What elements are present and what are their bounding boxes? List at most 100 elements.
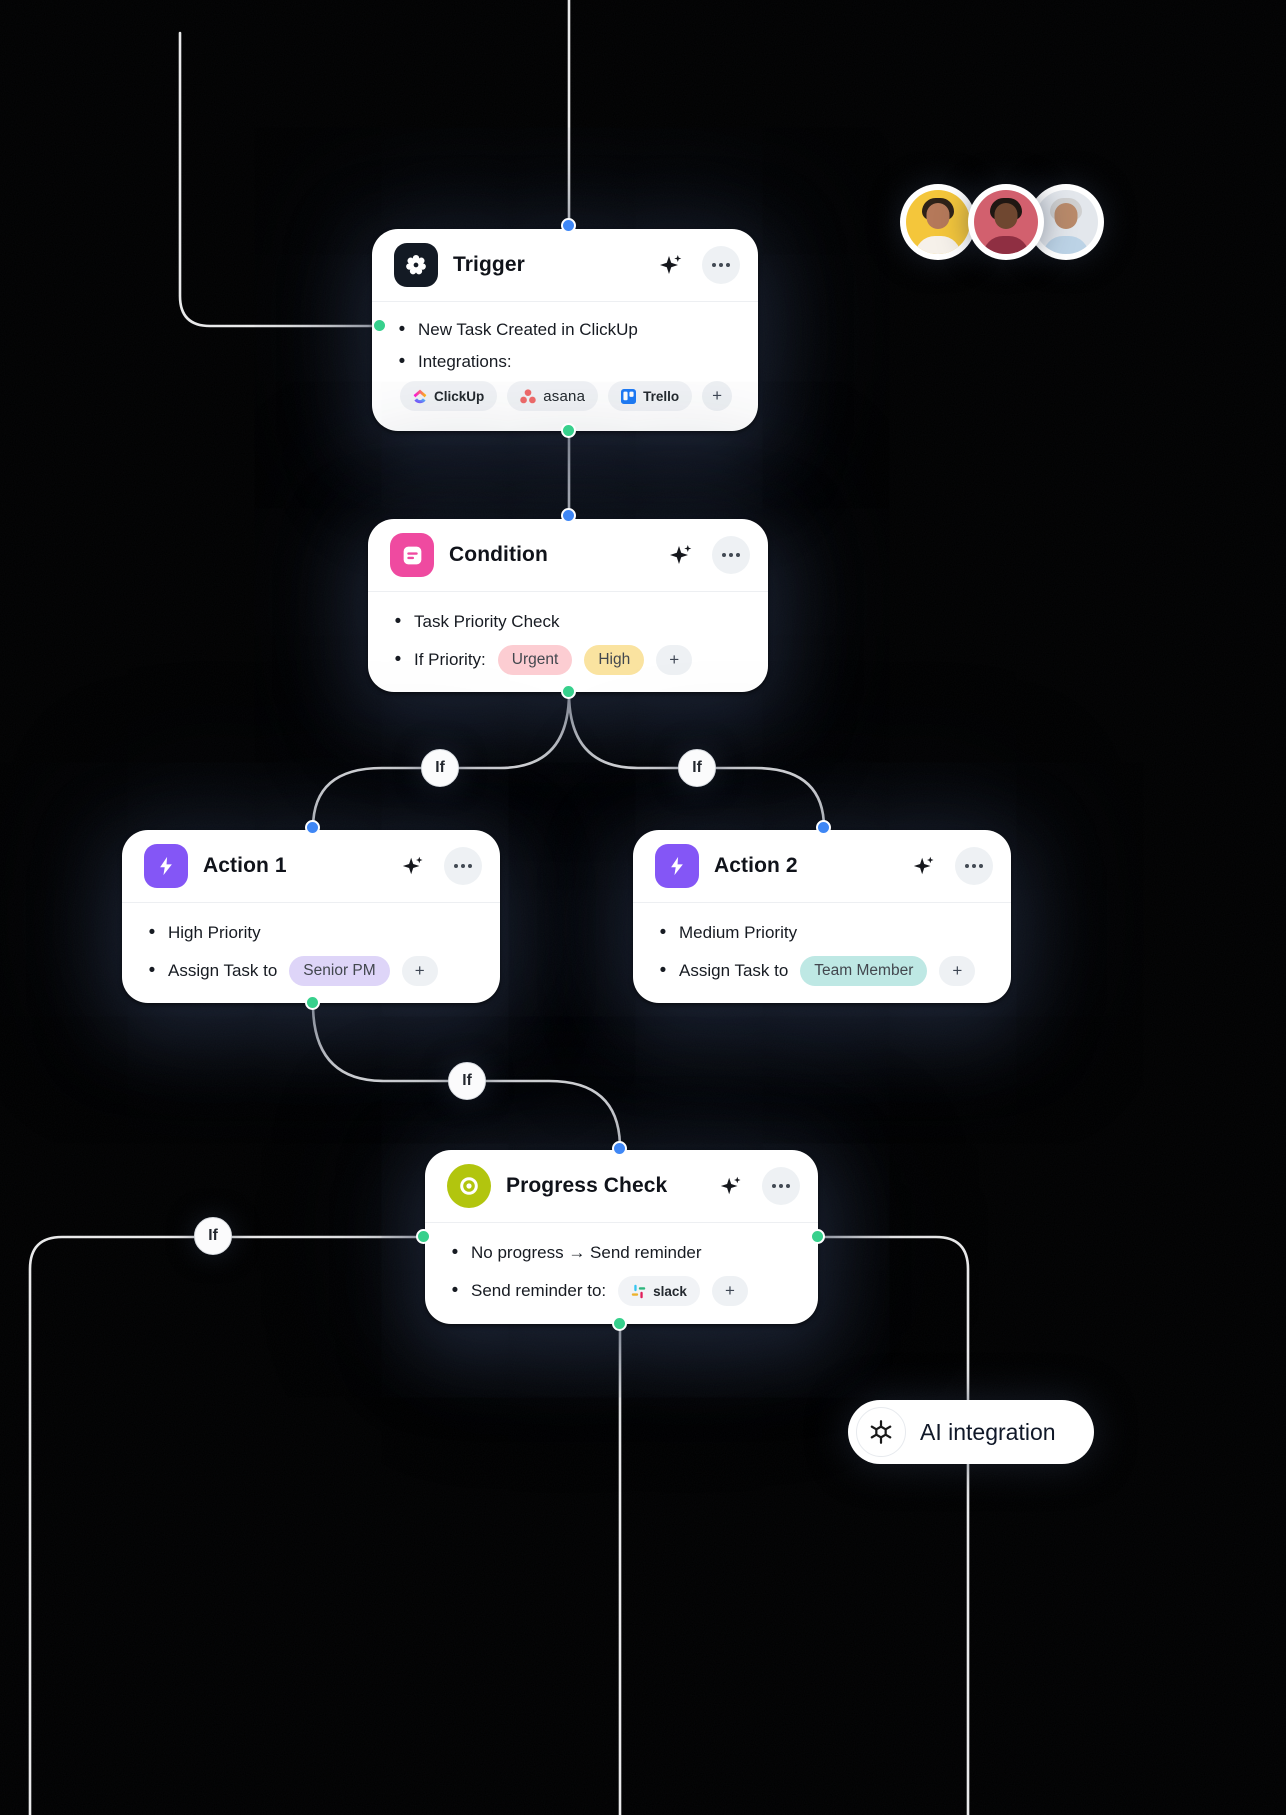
progress-bullet-1: No progress → Send reminder	[451, 1238, 792, 1268]
add-assignee-button[interactable]: +	[939, 956, 976, 986]
sparkle-icon	[670, 545, 692, 564]
progress-title: Progress Check	[506, 1174, 668, 1197]
avatar-photo	[906, 190, 970, 254]
openai-logo-icon	[856, 1407, 906, 1457]
lightning-icon	[144, 844, 188, 888]
more-options-button[interactable]	[444, 847, 482, 885]
progress-check-node[interactable]: Progress Check No progress → Send remind…	[425, 1150, 818, 1324]
sparkle-icon	[660, 255, 682, 274]
output-port-dot[interactable]	[561, 423, 576, 438]
bullet-marker	[451, 1242, 459, 1264]
output-port-dot[interactable]	[372, 318, 387, 333]
action2-body: Medium Priority Assign Task to Team Memb…	[633, 903, 1011, 986]
trigger-header: Trigger	[372, 229, 758, 302]
action1-bullet-2: Assign Task to Senior PM +	[148, 956, 474, 986]
edge-progress-to-ai	[816, 1235, 970, 1815]
note-icon	[390, 533, 434, 577]
add-assignee-button[interactable]: +	[401, 956, 438, 986]
bullet-marker	[394, 611, 402, 633]
sparkle-icon	[720, 1176, 741, 1195]
edge-left-into-progress	[28, 1235, 426, 1815]
target-eye-icon	[447, 1164, 491, 1208]
more-options-button[interactable]	[762, 1167, 800, 1205]
action2-title: Action 2	[714, 854, 798, 877]
output-port-dot[interactable]	[612, 1316, 627, 1331]
bullet-marker	[398, 319, 406, 341]
input-port-dot[interactable]	[305, 820, 320, 835]
output-port-dot[interactable]	[416, 1229, 431, 1244]
sparkle-icon	[913, 856, 934, 875]
edge-left-into-trigger	[178, 31, 376, 328]
add-priority-button[interactable]: +	[656, 645, 693, 675]
condition-header: Condition	[368, 519, 768, 592]
action2-bullet-2: Assign Task to Team Member +	[659, 956, 985, 986]
condition-body: Task Priority Check If Priority: Urgent …	[368, 592, 768, 675]
ai-sparkle-button[interactable]	[655, 248, 687, 282]
more-options-button[interactable]	[702, 246, 740, 284]
priority-chip-high[interactable]: High	[584, 645, 645, 675]
ai-sparkle-button[interactable]	[397, 849, 429, 883]
ai-sparkle-button[interactable]	[908, 849, 940, 883]
trigger-bullet-2: Integrations:	[398, 349, 732, 375]
input-port-dot[interactable]	[561, 218, 576, 233]
output-port-dot[interactable]	[810, 1229, 825, 1244]
bullet-marker	[398, 351, 406, 373]
slack-chip[interactable]: slack	[618, 1276, 700, 1306]
action1-body: High Priority Assign Task to Senior PM +	[122, 903, 500, 986]
clickup-logo-icon	[413, 389, 427, 403]
assignee-chip[interactable]: Senior PM	[289, 956, 390, 986]
priority-chip-urgent[interactable]: Urgent	[497, 645, 573, 675]
action1-title: Action 1	[203, 854, 287, 877]
action2-bullet-1: Medium Priority	[659, 918, 985, 948]
if-condition-badge[interactable]: If	[678, 749, 716, 787]
output-port-dot[interactable]	[305, 995, 320, 1010]
action2-header: Action 2	[633, 830, 1011, 903]
action1-bullet-1: High Priority	[148, 918, 474, 948]
edge-condition-to-action2	[567, 691, 826, 830]
bullet-marker	[659, 960, 667, 982]
trigger-title: Trigger	[453, 253, 525, 276]
lightning-icon	[655, 844, 699, 888]
trigger-node[interactable]: Trigger New Task Created in ClickUp Inte…	[372, 229, 758, 431]
avatar-photo	[974, 190, 1038, 254]
if-condition-badge[interactable]: If	[421, 749, 459, 787]
input-port-dot[interactable]	[816, 820, 831, 835]
more-options-button[interactable]	[712, 536, 750, 574]
ai-integration-label: AI integration	[920, 1418, 1056, 1445]
if-condition-badge[interactable]: If	[448, 1062, 486, 1100]
bullet-marker	[148, 960, 156, 982]
if-condition-badge[interactable]: If	[194, 1217, 232, 1255]
action1-header: Action 1	[122, 830, 500, 903]
input-port-dot[interactable]	[612, 1141, 627, 1156]
asana-chip[interactable]: asana	[507, 381, 599, 411]
output-port-dot[interactable]	[561, 684, 576, 699]
assignee-chip[interactable]: Team Member	[800, 956, 928, 986]
add-integration-button[interactable]: +	[702, 381, 732, 411]
input-port-dot[interactable]	[561, 508, 576, 523]
condition-node[interactable]: Condition Task Priority Check If Priorit…	[368, 519, 768, 692]
progress-bullet-2: Send reminder to: slack +	[451, 1276, 792, 1306]
edge-condition-to-action1	[311, 691, 571, 830]
trello-chip[interactable]: Trello	[608, 381, 693, 411]
ai-sparkle-button[interactable]	[715, 1169, 747, 1203]
condition-bullet-1: Task Priority Check	[394, 607, 742, 637]
gear-icon	[394, 243, 438, 287]
clickup-chip[interactable]: ClickUp	[400, 381, 498, 411]
asana-logo-icon	[520, 388, 537, 403]
progress-body: No progress → Send reminder Send reminde…	[425, 1223, 818, 1306]
bullet-marker	[451, 1280, 459, 1302]
avatar-photo	[1034, 190, 1098, 254]
trello-logo-icon	[621, 388, 637, 404]
integration-chips: ClickUp asana Trello +	[400, 381, 732, 411]
bullet-marker	[148, 922, 156, 944]
ai-integration-button[interactable]: AI integration	[848, 1400, 1094, 1464]
action1-node[interactable]: Action 1 High Priority Assign Task to Se…	[122, 830, 500, 1003]
condition-title: Condition	[449, 543, 548, 566]
action2-node[interactable]: Action 2 Medium Priority Assign Task to …	[633, 830, 1011, 1003]
more-options-button[interactable]	[955, 847, 993, 885]
trigger-body: New Task Created in ClickUp Integrations…	[372, 302, 758, 411]
ai-sparkle-button[interactable]	[665, 538, 697, 572]
add-reminder-target-button[interactable]: +	[711, 1276, 748, 1306]
sparkle-icon	[402, 856, 423, 875]
